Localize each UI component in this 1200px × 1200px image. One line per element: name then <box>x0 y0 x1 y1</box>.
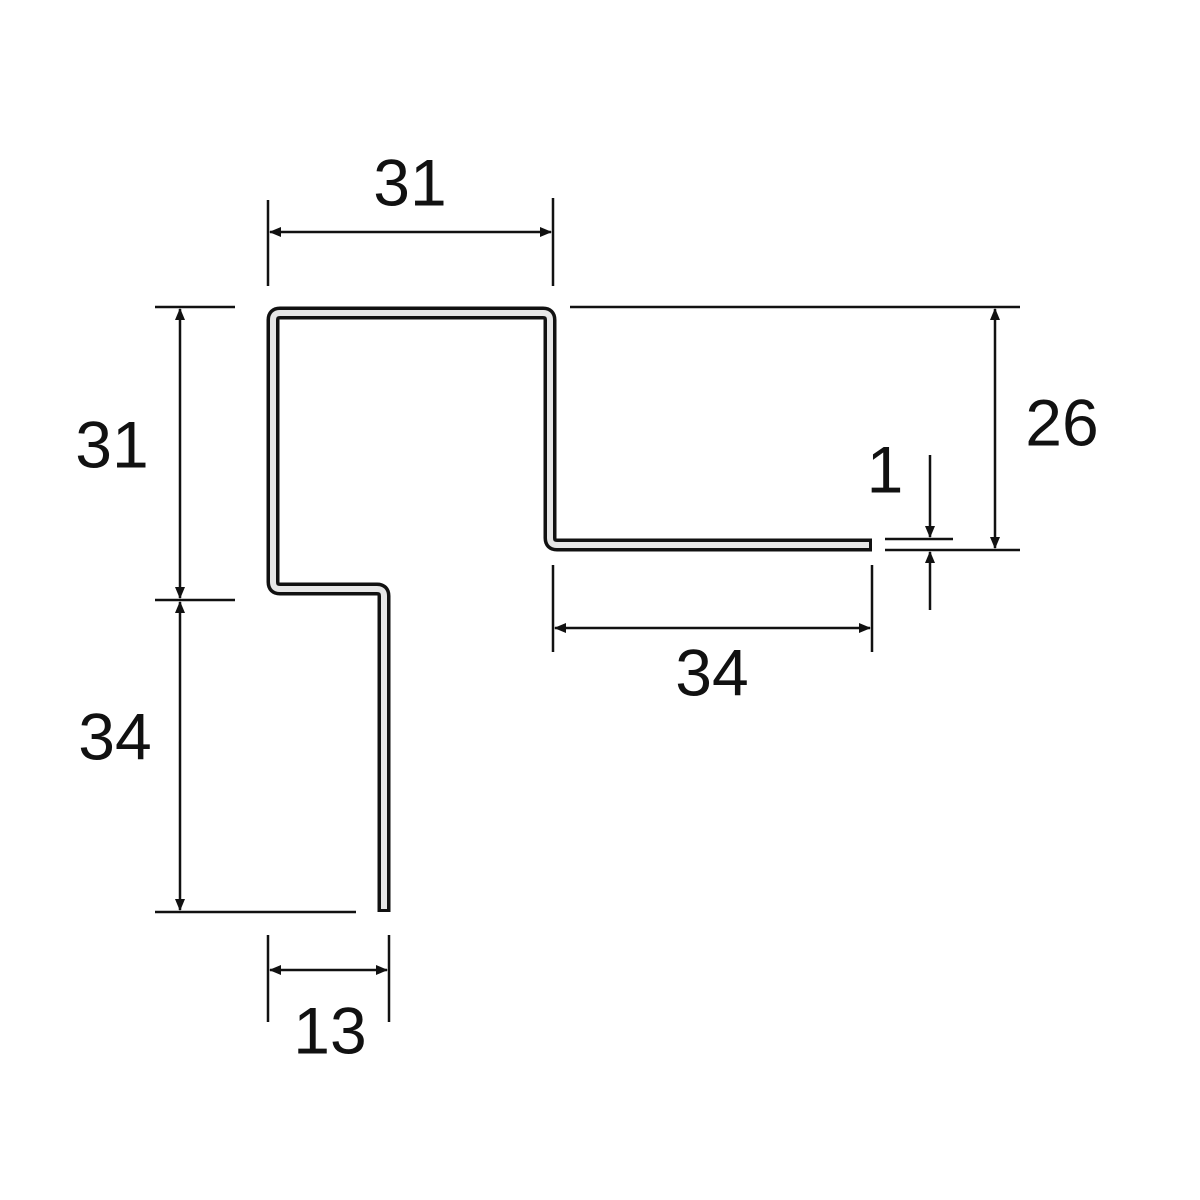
dimension-top-width: 31 <box>266 145 555 286</box>
dimension-label-thickness: 1 <box>867 432 904 506</box>
dimension-label-right-height: 26 <box>1025 385 1098 459</box>
profile-section <box>266 306 872 912</box>
dimension-label-left-lower: 34 <box>78 699 151 773</box>
dimension-left-upper: 31 <box>75 305 235 602</box>
dimension-right-height: 26 <box>570 305 1099 552</box>
dimension-label-bottom-width: 13 <box>293 993 366 1067</box>
dimension-left-lower: 34 <box>78 601 356 914</box>
dimension-label-left-upper: 31 <box>75 407 148 481</box>
dimension-flange-length: 34 <box>551 565 874 709</box>
dimension-label-flange-length: 34 <box>675 635 748 709</box>
dimension-label-top-width: 31 <box>373 145 446 219</box>
dimension-bottom-width: 13 <box>266 935 391 1067</box>
dimension-thickness: 1 <box>867 432 953 610</box>
